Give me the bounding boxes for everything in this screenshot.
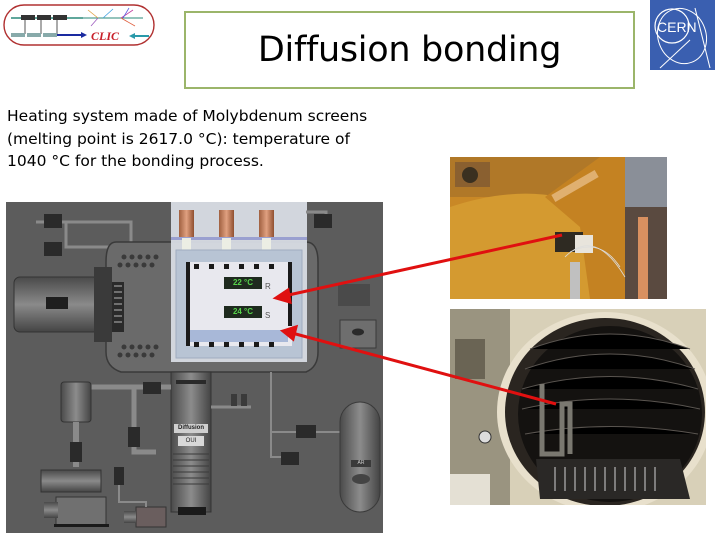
furnace-diagram-graphic [6,202,383,533]
page-title: Diffusion bonding [257,30,562,70]
clic-logo: CLIC [3,4,155,46]
readout-label-s: S [265,311,271,320]
body-line: Heating system made of Molybdenum screen… [7,107,368,125]
cern-logo-text: CERN [657,19,697,35]
diffusion-pump-label: Diffusion [178,425,204,431]
cern-logo-graphic: CERN [650,0,715,70]
clic-logo-text: CLIC [91,29,120,43]
body-line: (melting point is 2617.0 °C): temperatur… [7,129,350,148]
diffusion-pump-state: OUI [185,438,197,444]
temperature-readout-r: 22 °C [224,277,262,289]
furnace-interior-photo [450,309,706,505]
body-text: Heating system made of Molybdenum screen… [7,105,427,173]
furnace-exterior-graphic [450,157,667,299]
clic-logo-graphic: CLIC [3,4,155,46]
temperature-readout-s: 24 °C [224,306,262,318]
body-line: 1040 °C for the bonding process. [7,152,264,170]
readout-label-r: R [265,282,271,291]
argon-tank-label: AR [357,460,365,466]
title-box: Diffusion bonding [184,11,635,89]
furnace-interior-graphic [450,309,706,505]
furnace-diagram: 22 °C R 24 °C S Diffusion OUI AR [6,202,383,533]
furnace-exterior-photo [450,157,667,299]
cern-logo: CERN [650,0,715,70]
